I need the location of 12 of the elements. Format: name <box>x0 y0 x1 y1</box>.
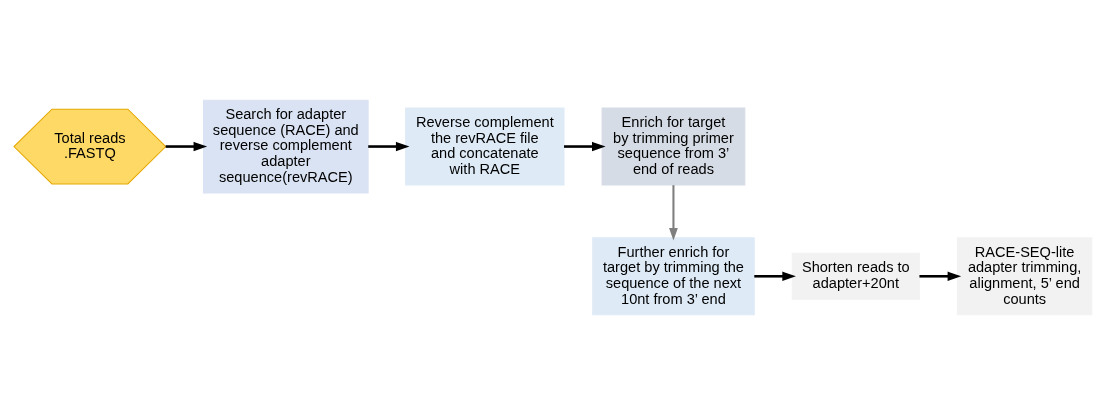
node-box: RACE-SEQ-lite adapter trimming, alignment, 5’ end counts <box>956 237 1093 316</box>
arrow <box>564 141 606 152</box>
arrow <box>754 271 796 282</box>
arrow <box>669 185 678 241</box>
node-box: Enrich for target by trimming primer sequence from 3’ end of reads <box>601 107 746 186</box>
arrow <box>165 141 208 152</box>
node-box: Further enrich for target by trimming the sequence of the next 10nt from 3’ end <box>592 237 755 316</box>
node-box: Search for adapter sequence (RACE) and reverse complement adapter sequence(revRACE) <box>202 99 369 194</box>
arrow <box>368 141 410 152</box>
arrow <box>919 271 962 282</box>
node-box: Reverse complement the revRACE file and concatenate with RACE <box>405 107 565 186</box>
node-box: Shorten reads to adapter+20nt <box>791 252 920 300</box>
